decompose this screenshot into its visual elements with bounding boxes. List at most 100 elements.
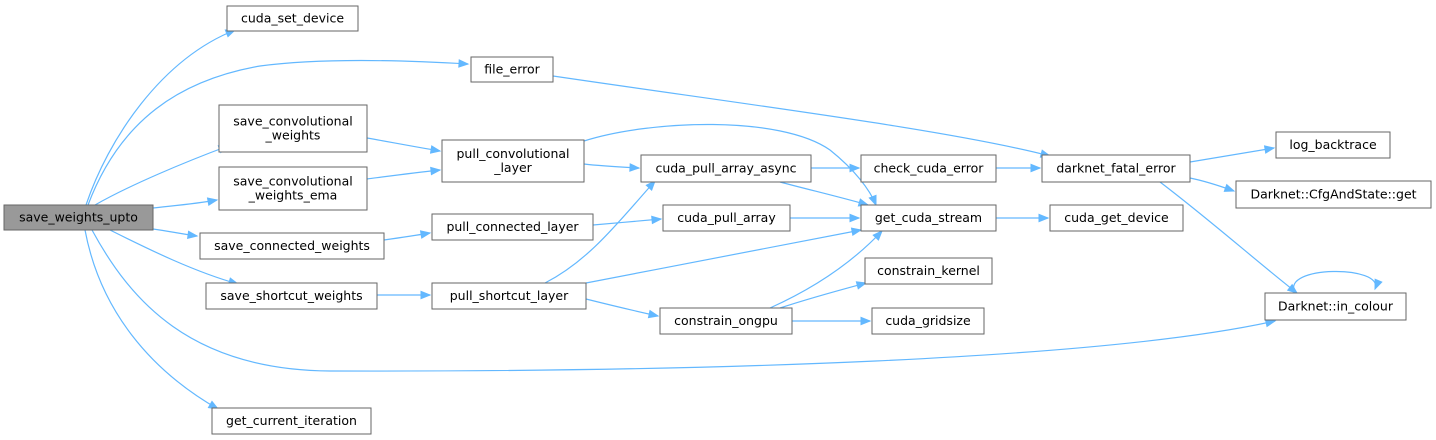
node-label: _weights_ema bbox=[248, 188, 338, 203]
node-label: constrain_ongpu bbox=[674, 313, 778, 328]
edge-file_error-to-darknet_fatal_error bbox=[552, 75, 1052, 158]
node-cfgandstate-get[interactable]: Darknet::CfgAndState::get bbox=[1235, 180, 1432, 209]
arrowhead bbox=[868, 194, 877, 207]
node-pull-connected-layer[interactable]: pull_connected_layer bbox=[431, 213, 594, 241]
node-label: darknet_fatal_error bbox=[1056, 161, 1176, 176]
node-label: _layer bbox=[493, 160, 532, 175]
edge-line bbox=[769, 230, 883, 309]
arrowhead bbox=[850, 227, 863, 236]
node-cuda-pull-array-async[interactable]: cuda_pull_array_async bbox=[640, 154, 812, 183]
edge-darknet_fatal_error-to-cfgandstate_get bbox=[1189, 177, 1236, 192]
node-box[interactable] bbox=[871, 307, 985, 335]
edge-save_connected_weights-to-pull_connected_layer bbox=[383, 230, 432, 241]
edge-line bbox=[91, 229, 1276, 372]
node-box[interactable] bbox=[860, 204, 997, 232]
node-cuda-pull-array[interactable]: cuda_pull_array bbox=[662, 204, 791, 232]
node-label: _weights bbox=[265, 128, 321, 143]
node-box[interactable] bbox=[431, 213, 594, 241]
node-box[interactable] bbox=[1275, 131, 1391, 159]
node-box[interactable] bbox=[1041, 154, 1191, 183]
node-box[interactable] bbox=[1049, 204, 1184, 232]
node-box[interactable] bbox=[1235, 180, 1432, 209]
edge-line bbox=[94, 145, 229, 206]
node-cuda-set-device[interactable]: cuda_set_device bbox=[226, 5, 359, 32]
edge-line bbox=[366, 169, 441, 180]
node-box[interactable] bbox=[205, 282, 378, 310]
node-label: pull_convolutional bbox=[456, 146, 569, 161]
edge-save_weights_upto-to-save_convolutional_weights bbox=[94, 145, 230, 206]
node-label: file_error bbox=[484, 62, 540, 77]
node-box[interactable] bbox=[211, 407, 372, 435]
node-box[interactable] bbox=[199, 232, 385, 260]
arrowhead bbox=[849, 213, 861, 223]
node-label: check_cuda_error bbox=[874, 161, 985, 176]
node-save-shortcut-weights[interactable]: save_shortcut_weights bbox=[205, 282, 378, 310]
node-label: save_connected_weights bbox=[214, 238, 370, 253]
node-cuda-gridsize[interactable]: cuda_gridsize bbox=[871, 307, 985, 335]
edge-save_weights_upto-to-file_error bbox=[87, 59, 470, 206]
node-box[interactable] bbox=[640, 154, 812, 183]
node-constrain-kernel[interactable]: constrain_kernel bbox=[864, 257, 993, 285]
node-box[interactable] bbox=[3, 204, 154, 231]
arrowhead bbox=[860, 316, 872, 326]
node-in-colour[interactable]: Darknet::in_colour bbox=[1264, 292, 1407, 321]
edge-line bbox=[87, 59, 469, 206]
node-get-current-iteration[interactable]: get_current_iteration bbox=[211, 407, 372, 435]
node-box[interactable] bbox=[218, 166, 368, 211]
node-label: pull_connected_layer bbox=[446, 219, 579, 234]
node-label: cuda_pull_array bbox=[677, 210, 776, 225]
edge-line bbox=[85, 29, 236, 206]
node-log-backtrace[interactable]: log_backtrace bbox=[1275, 131, 1391, 159]
node-box[interactable] bbox=[218, 104, 368, 153]
node-box[interactable] bbox=[441, 139, 585, 183]
node-label: cuda_pull_array_async bbox=[655, 161, 796, 176]
node-save-weights-upto[interactable]: save_weights_upto bbox=[3, 204, 154, 231]
arrowhead bbox=[1263, 145, 1276, 154]
edge-darknet_fatal_error-to-log_backtrace bbox=[1189, 145, 1276, 163]
node-box[interactable] bbox=[860, 154, 997, 183]
arrowhead bbox=[1374, 278, 1383, 291]
edge-save_weights_upto-to-save_convolutional_weights_ema bbox=[152, 197, 219, 209]
edge-save_weights_upto-to-cuda_set_device bbox=[85, 29, 237, 206]
edge-line bbox=[544, 180, 656, 284]
node-save-convolutional-weights-ema[interactable]: save_convolutional_weights_ema bbox=[218, 166, 368, 211]
node-box[interactable] bbox=[864, 257, 993, 285]
node-get-cuda-stream[interactable]: get_cuda_stream bbox=[860, 204, 997, 232]
node-cuda-get-device[interactable]: cuda_get_device bbox=[1049, 204, 1184, 232]
node-box[interactable] bbox=[659, 307, 793, 335]
edge-line bbox=[152, 199, 218, 209]
node-darknet-fatal-error[interactable]: darknet_fatal_error bbox=[1041, 154, 1191, 183]
node-box[interactable] bbox=[470, 56, 554, 83]
node-box[interactable] bbox=[1264, 292, 1407, 321]
node-label: save_shortcut_weights bbox=[220, 288, 362, 303]
edge-line bbox=[366, 137, 441, 152]
edge-save_convolutional_weights_ema-to-pull_convolutional_layer bbox=[366, 166, 442, 180]
node-file-error[interactable]: file_error bbox=[470, 56, 554, 83]
node-save-connected-weights[interactable]: save_connected_weights bbox=[199, 232, 385, 260]
arrowhead bbox=[420, 290, 432, 300]
node-label: save_convolutional bbox=[233, 114, 352, 129]
node-box[interactable] bbox=[431, 282, 587, 310]
node-pull-shortcut-layer[interactable]: pull_shortcut_layer bbox=[431, 282, 587, 310]
edge-pull_shortcut_layer-to-cuda_pull_array_async bbox=[544, 179, 656, 284]
edge-pull_shortcut_layer-to-constrain_ongpu bbox=[585, 298, 660, 319]
arrowhead bbox=[187, 230, 199, 240]
node-box[interactable] bbox=[226, 5, 359, 32]
node-check-cuda-error[interactable]: check_cuda_error bbox=[860, 154, 997, 183]
node-save-convolutional-weights[interactable]: save_convolutional_weights bbox=[218, 104, 368, 153]
edge-line bbox=[779, 181, 869, 206]
edge-cuda_pull_array_async-to-get_cuda_stream bbox=[779, 181, 870, 207]
node-label: cuda_gridsize bbox=[885, 313, 971, 328]
edge-save_weights_upto-to-get_current_iteration bbox=[84, 229, 220, 410]
edge-line bbox=[1189, 147, 1275, 163]
node-box[interactable] bbox=[662, 204, 791, 232]
arrowhead bbox=[855, 281, 868, 290]
node-label: save_weights_upto bbox=[19, 210, 138, 225]
node-pull-convolutional-layer[interactable]: pull_convolutional_layer bbox=[441, 139, 585, 183]
arrowhead bbox=[458, 59, 470, 68]
edge-pull_shortcut_layer-to-get_cuda_stream bbox=[585, 227, 863, 284]
edges-layer bbox=[84, 29, 1383, 410]
node-constrain-ongpu[interactable]: constrain_ongpu bbox=[659, 307, 793, 335]
arrowhead bbox=[872, 230, 883, 241]
